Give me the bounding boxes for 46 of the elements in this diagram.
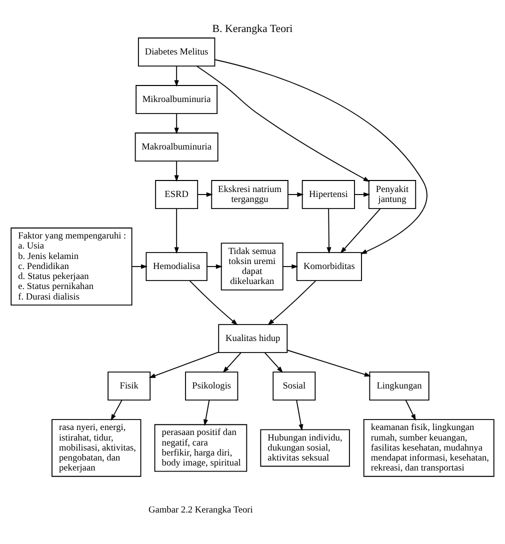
arrow (197, 192, 213, 197)
node-box: keamanan fisik, lingkungan rumah, sumber keuangan, fasilitas kesehatan, mudahnya mendapat informasi, kesehatan, rekreasi, dan transportasi (363, 419, 494, 477)
node-box: Psikologis (185, 372, 238, 401)
node-box: rasa nyeri, energi, istirahat, tidur, mobilisasi, aktivitas, pengobatan, dan pekerjaan (52, 419, 142, 477)
node-box: Ekskresi natrium terganggu (211, 180, 288, 209)
node-box: Hipertensi (302, 180, 355, 209)
arrow (296, 400, 304, 431)
node-box: Tidak semua toksin uremi dapat dikeluarkan (220, 242, 284, 290)
arrow (354, 192, 370, 197)
arrow (131, 264, 148, 269)
arrow (326, 208, 332, 254)
node-box: Hubungan individu, dukungan sosial, aktivitas seksual (260, 429, 350, 467)
arrow (174, 208, 179, 254)
node-box: Diabetes Melitus (138, 38, 216, 67)
diagram-title: B. Kerangka Teori (212, 22, 293, 35)
arrow (264, 352, 284, 373)
arrow (203, 400, 210, 426)
node-box: Hemodialisa (146, 252, 208, 282)
node-box: Sosial (272, 372, 316, 401)
arrow (282, 264, 298, 269)
arrow (174, 113, 179, 134)
node-box: Lingkungan (369, 372, 430, 401)
node-box: ESRD (155, 180, 198, 209)
arrow (148, 352, 219, 378)
arrow (288, 192, 304, 197)
arrow (286, 350, 371, 377)
node-box: Penyakit jantung (368, 180, 416, 209)
arrow (340, 208, 381, 254)
arrow (196, 66, 370, 182)
arrow (110, 400, 122, 421)
arrow (222, 352, 242, 373)
node-box: perasaan positif dan negatif, cara berfikir, harga diri, body image, spiritual (154, 424, 248, 472)
arrow (206, 264, 222, 269)
node-box: Makroalbuminuria (134, 132, 218, 162)
node-box: Fisik (108, 372, 151, 401)
arrow (214, 59, 428, 254)
node-box: Komorbiditas (296, 252, 362, 282)
caption: Gambar 2.2 Kerangka Teori (148, 505, 253, 516)
arrow (174, 160, 179, 182)
arrow (174, 66, 179, 87)
arrow (189, 280, 238, 326)
node-box: Mikroalbuminuria (136, 85, 218, 114)
arrow (405, 400, 416, 421)
node-box: Faktor yang mempengaruhi : a. Usia b. Jenis kelamin c. Pendidikan d. Status pekerjaan e. Status pernikahan f. Durasi dialisis (10, 228, 132, 306)
arrow (268, 280, 316, 326)
node-box: Kualitas hidup (218, 324, 288, 354)
